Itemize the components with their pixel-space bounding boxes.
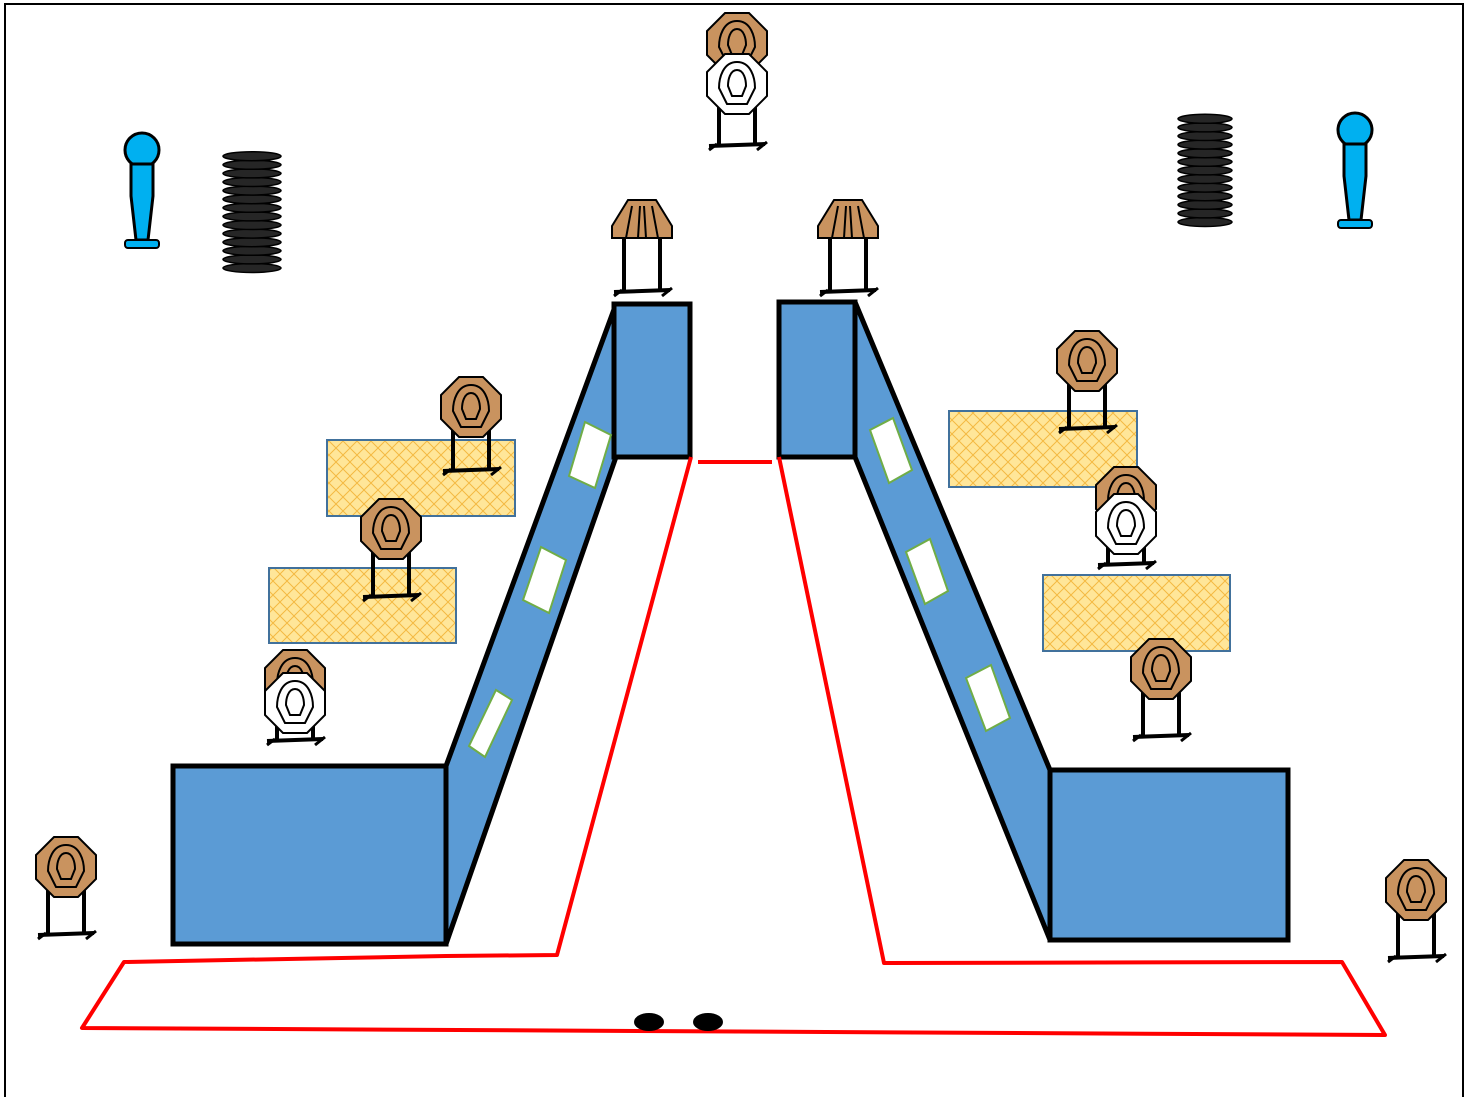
barrel [1177, 190, 1233, 202]
barricade [1042, 574, 1231, 652]
barricade [326, 439, 516, 517]
barrel [1177, 139, 1233, 150]
barrel [1177, 216, 1233, 228]
right-wall-group [776, 299, 1291, 943]
left-wall-group [170, 301, 693, 947]
right-diagonal-wall [852, 301, 1053, 941]
barrel [222, 159, 282, 171]
left-wall-port [467, 688, 514, 759]
shoot-target [611, 199, 674, 298]
shoot-target [1385, 859, 1448, 964]
barrel [222, 219, 282, 231]
shoot-target [1130, 638, 1193, 743]
barrel-stack [1177, 113, 1233, 228]
right-wall-port [964, 663, 1012, 733]
start-mark [693, 1013, 723, 1031]
barrel [222, 202, 282, 214]
barrel [1177, 147, 1233, 159]
barrel [222, 176, 282, 188]
fault-line [80, 456, 1387, 1037]
left-base-wall [170, 763, 449, 947]
target-with-no-shoot [706, 12, 769, 152]
barrel-stack [222, 150, 282, 274]
barrel [222, 193, 282, 205]
barrel [1177, 199, 1233, 211]
shoot-target [817, 199, 880, 298]
barrel [222, 228, 282, 239]
left-top-wall [611, 301, 693, 460]
barrel [1177, 156, 1233, 168]
barrel [222, 245, 282, 257]
barrel [1177, 113, 1233, 125]
target-with-no-shoot [1095, 466, 1158, 571]
start-mark [634, 1013, 664, 1031]
popper-target [1336, 111, 1374, 230]
barrel [222, 236, 282, 248]
target-with-no-shoot [264, 649, 327, 747]
right-wall-port [904, 537, 950, 606]
fault-lines [80, 456, 1387, 1037]
barrel [222, 254, 282, 265]
barricade [268, 567, 457, 644]
barrel [222, 168, 282, 179]
barrel [222, 262, 282, 274]
right-base-wall [1047, 767, 1291, 943]
barrel [1177, 208, 1233, 219]
barrel [1177, 130, 1233, 142]
barrel [1177, 173, 1233, 185]
left-wall-port [521, 545, 568, 615]
barrel [222, 211, 282, 222]
left-wall-port [567, 420, 613, 490]
right-wall-port [868, 416, 914, 485]
barrel [1177, 122, 1233, 133]
page-border [4, 3, 1464, 1097]
barrel [222, 185, 282, 196]
barrel [1177, 165, 1233, 176]
shoot-target [35, 836, 98, 941]
right-top-wall [776, 299, 858, 460]
barrel [1177, 182, 1233, 193]
barrel [222, 150, 282, 162]
popper-target [123, 131, 161, 250]
